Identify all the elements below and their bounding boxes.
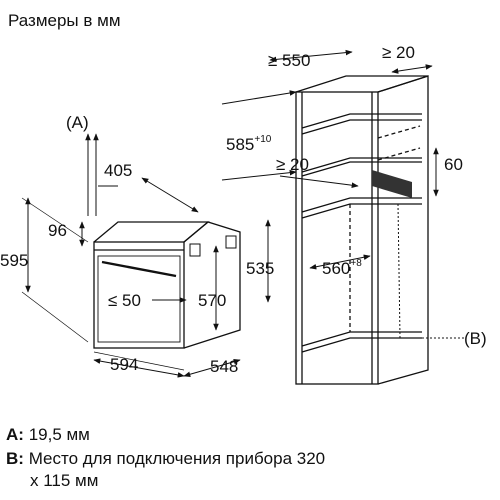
- cabinet-width-label: ≥ 550: [268, 51, 310, 70]
- legend-a-key: A:: [6, 425, 24, 444]
- oven-width-label: 594: [110, 355, 138, 374]
- legend-b-text-line2: x 115 мм: [30, 471, 99, 490]
- oven-side: [183, 221, 241, 349]
- cabinet-back-gap-label: ≥ 20: [382, 43, 415, 62]
- oven-gap-label: ≤ 50: [108, 291, 141, 310]
- oven-top-offset-label: 96: [48, 221, 67, 240]
- cabinet-niche-height-label: 535: [246, 259, 274, 278]
- legend-a: A: 19,5 мм: [6, 424, 90, 446]
- cabinet-front-frame: [295, 91, 379, 385]
- oven-depth-label: 405: [104, 161, 132, 180]
- oven-total-depth-label: 548: [210, 357, 238, 376]
- legend-a-text: 19,5 мм: [28, 425, 90, 444]
- cabinet-depth-label: 585+10: [226, 134, 272, 154]
- oven-height-label: 595: [0, 251, 28, 270]
- cabinet-vent-height-label: 60: [444, 155, 463, 174]
- cabinet-vent-gap-label: ≥ 20: [276, 155, 309, 174]
- marker-a-label: (A): [66, 113, 89, 132]
- oven-inner-height-label: 570: [198, 291, 226, 310]
- cabinet-niche-width-label: 560+8: [322, 258, 362, 278]
- oven-top: [93, 221, 210, 243]
- diagram-title: Размеры в мм: [8, 11, 121, 30]
- oven-drawing: [93, 221, 241, 349]
- legend-b: B: Место для подключения прибора 320 x 1…: [6, 448, 325, 492]
- legend-b-text-line1: Место для подключения прибора 320: [28, 449, 326, 468]
- cabinet-drawing: [295, 75, 429, 385]
- dimension-lines: [21, 49, 466, 378]
- oven-front: [93, 241, 185, 349]
- vent-opening: [372, 170, 412, 198]
- legend-b-key: B:: [6, 449, 24, 468]
- marker-b-label: (B): [464, 329, 487, 348]
